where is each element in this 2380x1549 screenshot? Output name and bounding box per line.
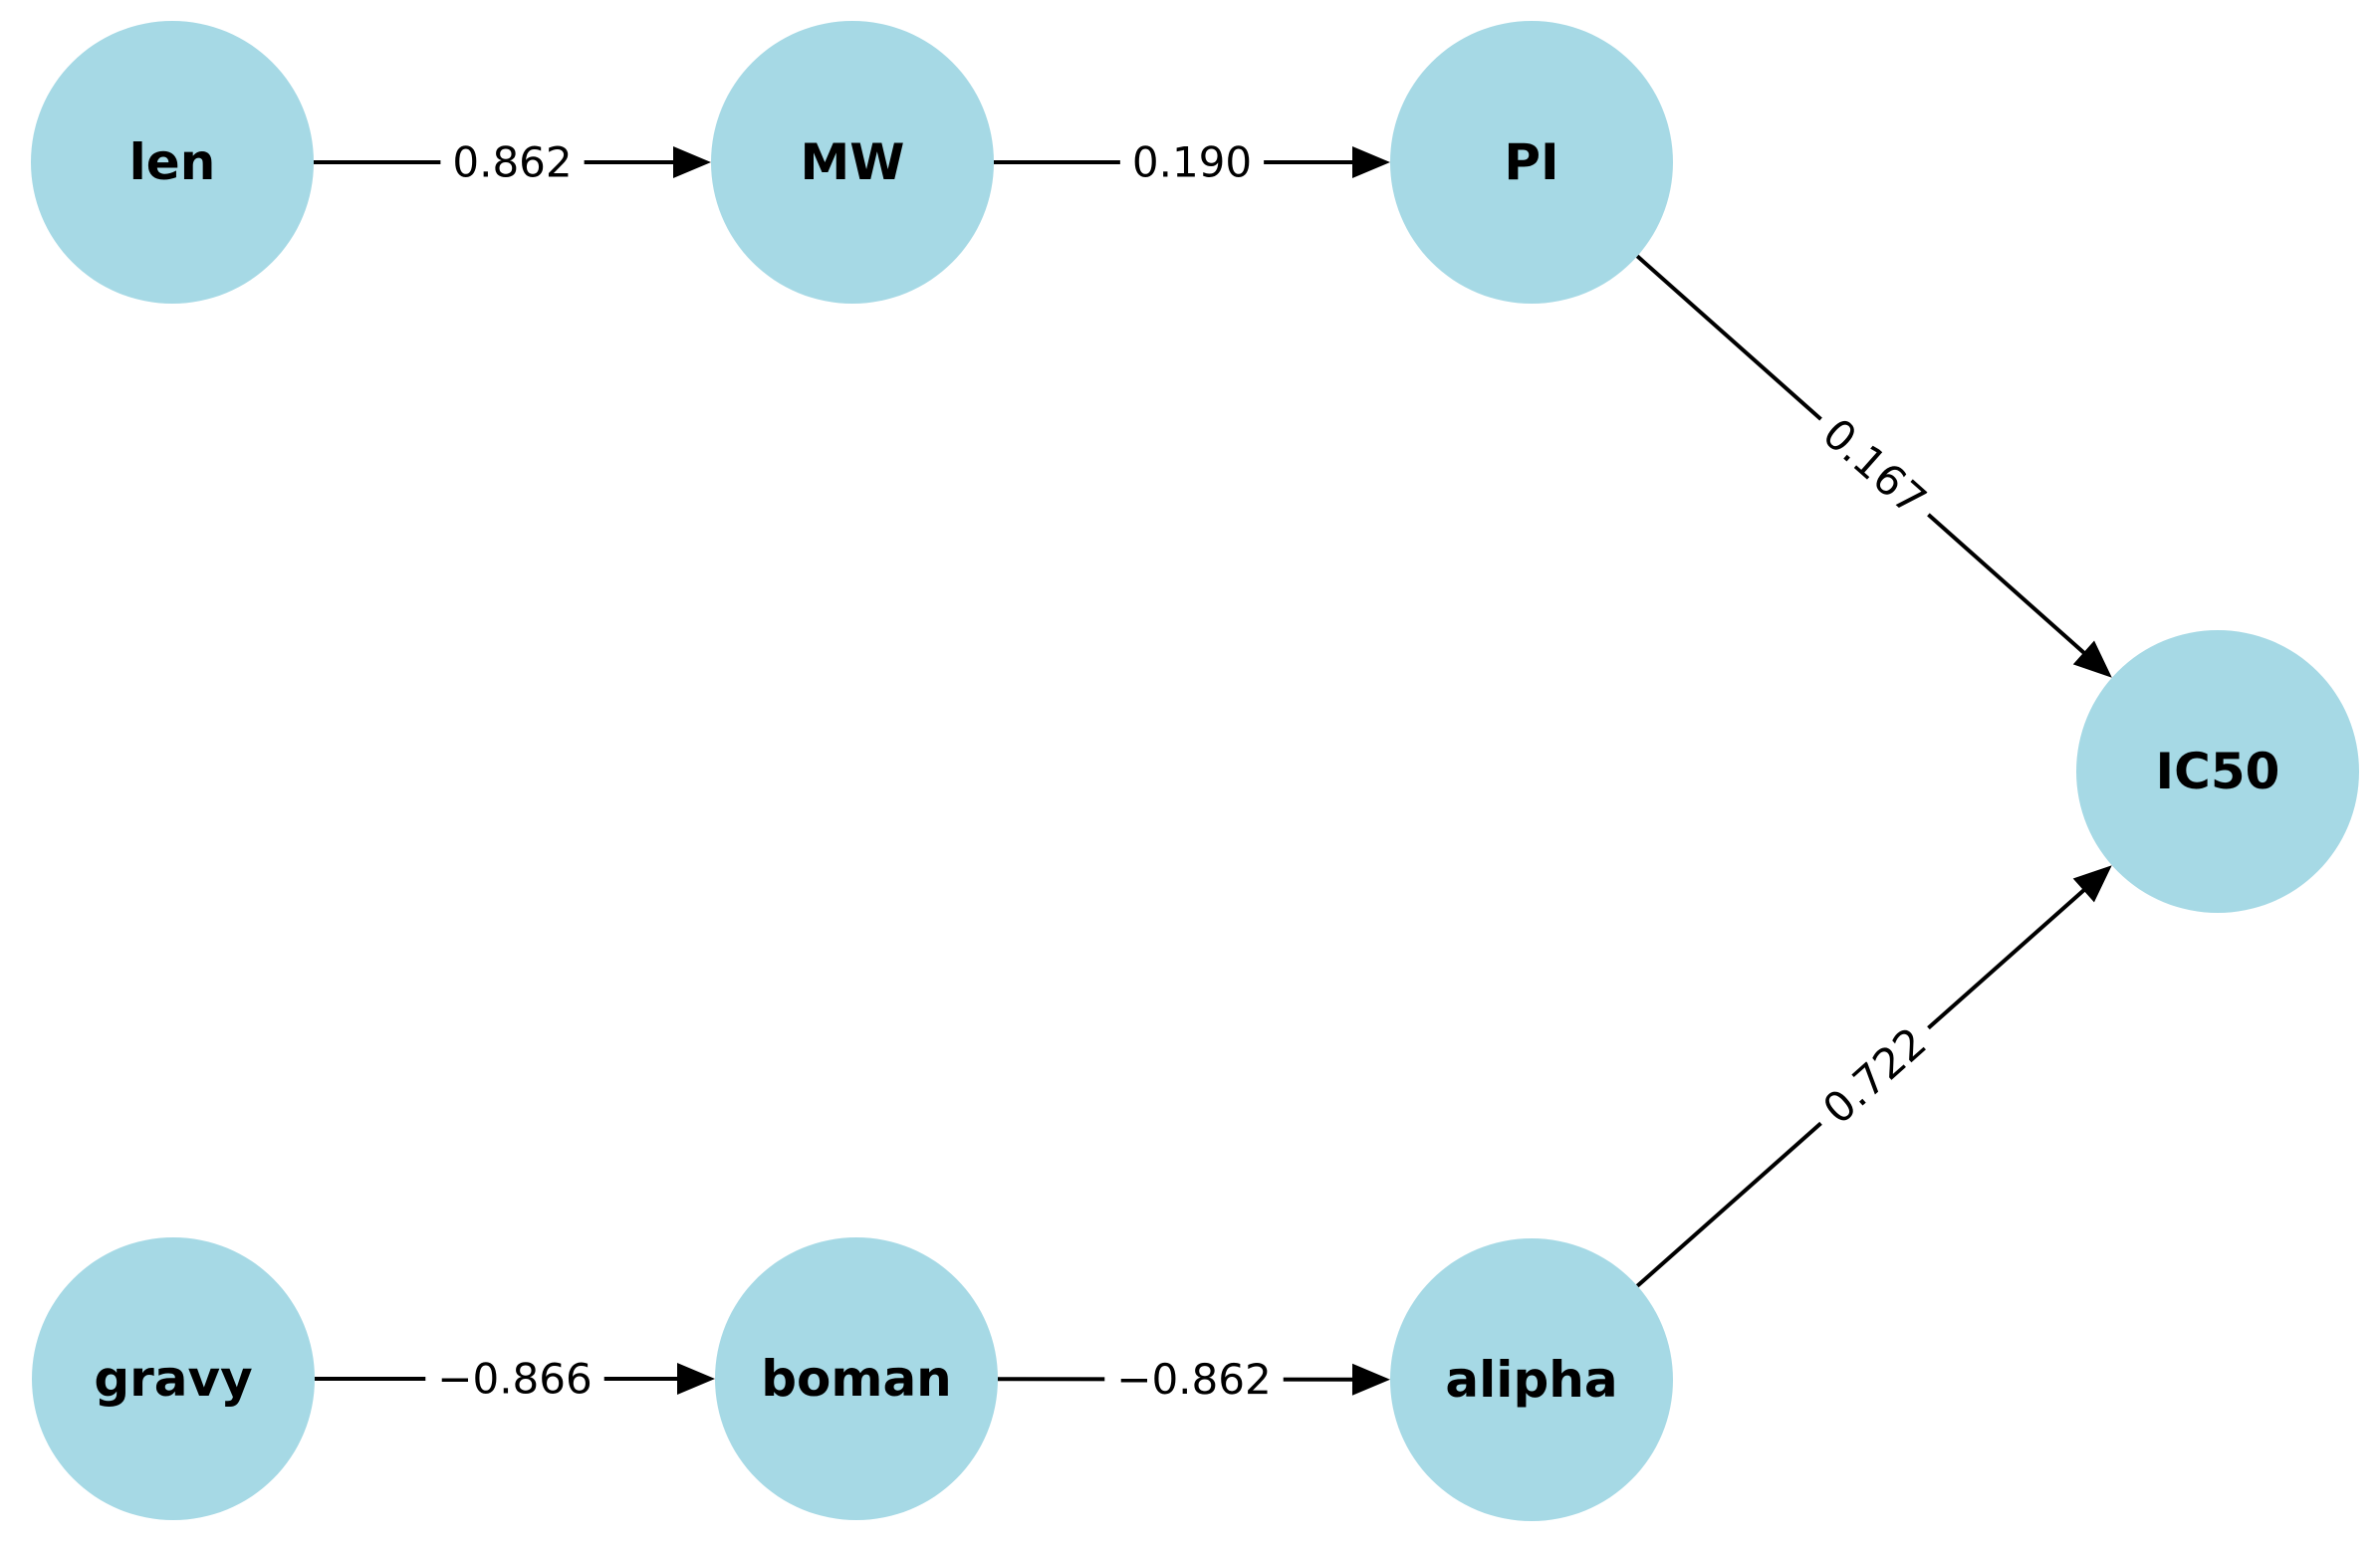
edge-label-bg (1801, 1006, 1948, 1145)
node-circle-alipha (1390, 1238, 1673, 1521)
edge-gravy-boman: −0.866 (315, 1350, 715, 1408)
edge-weight-label: −0.862 (1116, 1355, 1272, 1404)
edge-label-bg (1801, 397, 1948, 537)
node-mw: MW (711, 21, 994, 304)
edge-weight-label: 0.862 (452, 138, 572, 187)
edge-pi-ic50: 0.167 (1635, 254, 2112, 678)
edge-label-group: 0.190 (1119, 133, 1265, 191)
edge-label-group: 0.862 (440, 133, 585, 191)
edge-arrowhead (673, 146, 711, 178)
node-pi: PI (1390, 21, 1673, 304)
edge-alipha-ic50: 0.722 (1635, 865, 2112, 1288)
node-ic50: IC50 (2076, 630, 2359, 913)
edge-layer: 0.862 0.190 0.167 −0.866 −0.862 0.722 (314, 133, 2112, 1409)
edge-label-group: 0.722 (1801, 1006, 1948, 1145)
node-label-gravy: gravy (94, 1350, 252, 1408)
edge-label-bg (1119, 133, 1265, 191)
edge-label-group: 0.167 (1801, 397, 1948, 537)
edge-len-mw: 0.862 (314, 133, 711, 191)
node-len: len (31, 21, 314, 304)
node-alipha: alipha (1390, 1238, 1673, 1521)
edge-arrowhead (1352, 146, 1390, 178)
node-label-mw: MW (801, 133, 905, 191)
node-gravy: gravy (32, 1237, 315, 1520)
node-circle-boman (715, 1237, 998, 1520)
node-label-alipha: alipha (1445, 1351, 1617, 1409)
edge-label-bg (425, 1350, 604, 1408)
node-circle-len (31, 21, 314, 304)
node-circle-pi (1390, 21, 1673, 304)
edge-label-bg (1104, 1350, 1284, 1409)
node-label-len: len (129, 133, 216, 191)
edge-label-group: −0.862 (1104, 1350, 1284, 1409)
node-circle-ic50 (2076, 630, 2359, 913)
edge-arrowhead (2072, 865, 2112, 903)
node-circle-mw (711, 21, 994, 304)
node-boman: boman (715, 1237, 998, 1520)
node-circle-gravy (32, 1237, 315, 1520)
edge-weight-label: 0.190 (1132, 138, 1252, 187)
edge-weight-label: −0.866 (437, 1355, 592, 1404)
node-layer: len MW PI IC50 gravy boman alipha (31, 21, 2359, 1521)
edge-boman-alipha: −0.862 (997, 1350, 1391, 1409)
node-label-ic50: IC50 (2156, 743, 2280, 800)
edge-mw-pi: 0.190 (994, 133, 1390, 191)
edge-label-group: −0.866 (425, 1350, 604, 1408)
node-label-pi: PI (1504, 133, 1558, 191)
edge-arrowhead (2072, 640, 2112, 678)
node-label-boman: boman (761, 1350, 952, 1408)
edge-label-bg (440, 133, 585, 191)
edge-arrowhead (1351, 1363, 1391, 1396)
edge-arrowhead (677, 1363, 715, 1395)
